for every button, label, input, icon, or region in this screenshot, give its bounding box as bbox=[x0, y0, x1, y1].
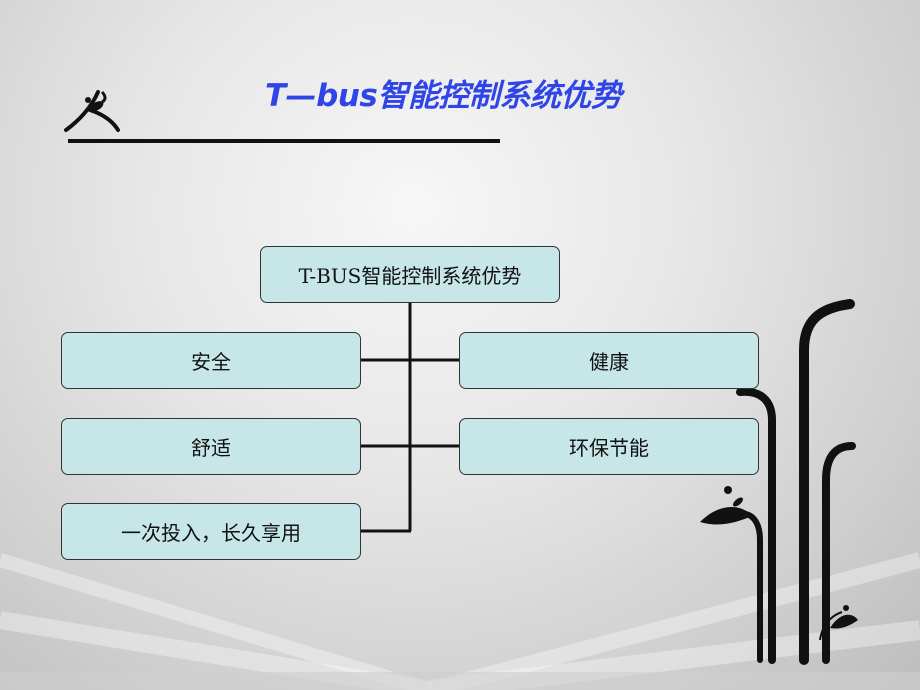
node-eco: 环保节能 bbox=[459, 418, 759, 475]
node-safety: 安全 bbox=[61, 332, 361, 389]
title-underline bbox=[68, 139, 500, 143]
node-health: 健康 bbox=[459, 332, 759, 389]
leaf-logo-icon bbox=[64, 90, 120, 132]
decorative-plant-icon bbox=[700, 299, 858, 665]
node-longterm: 一次投入，长久享用 bbox=[61, 503, 361, 560]
root-node: T-BUS智能控制系统优势 bbox=[260, 246, 560, 303]
slide-title: T—bus智能控制系统优势 bbox=[265, 78, 622, 114]
node-comfort: 舒适 bbox=[61, 418, 361, 475]
